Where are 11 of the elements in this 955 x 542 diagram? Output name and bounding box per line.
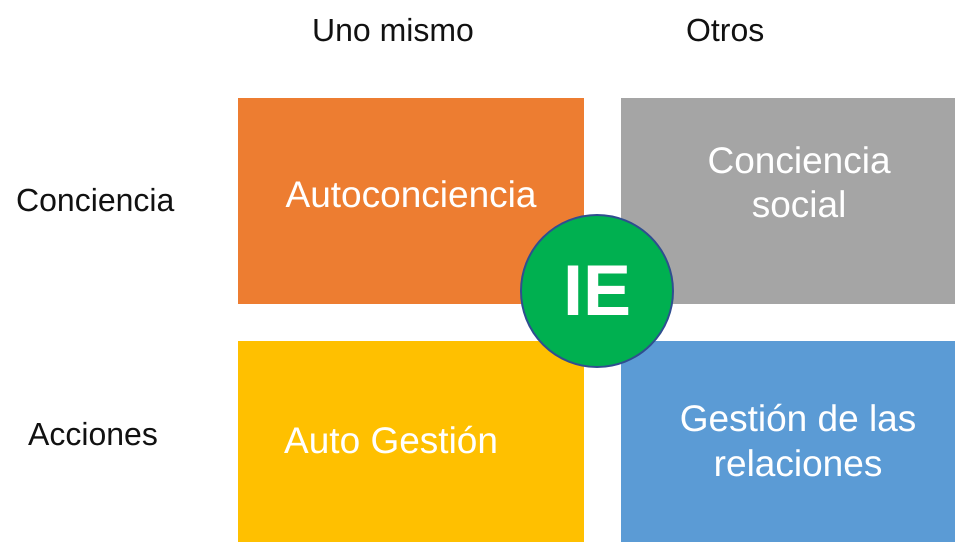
- quadrant-box: [621, 341, 955, 542]
- quadrant-box: [238, 341, 584, 542]
- box-label: Auto Gestión: [284, 419, 498, 464]
- row-header: Acciones: [28, 416, 158, 453]
- box-label: Gestión de las relaciones: [678, 397, 918, 486]
- box-label: Autoconciencia: [286, 172, 536, 217]
- column-header: Uno mismo: [312, 12, 474, 49]
- row-header: Conciencia: [16, 182, 174, 219]
- column-header: Otros: [686, 12, 764, 49]
- box-label: IE: [562, 250, 632, 332]
- box-label: Conciencia social: [706, 138, 892, 227]
